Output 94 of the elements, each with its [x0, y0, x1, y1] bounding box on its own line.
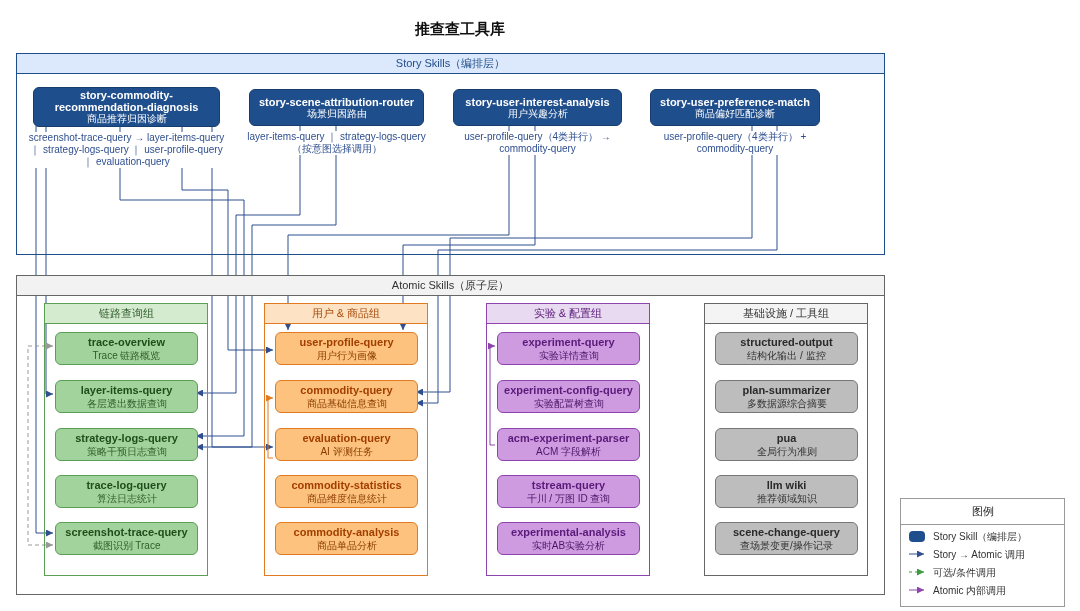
skill-description: 商品维度信息统计 [306, 491, 387, 505]
atomic-skill-box [497, 428, 640, 461]
atomic-skill-box [275, 380, 418, 413]
panel-title: 实验 & 配置组 [487, 304, 649, 324]
group-panel [704, 303, 868, 576]
skill-name: experimental-analysis [511, 525, 626, 539]
skill-name: story-user-preference-match [660, 95, 810, 108]
skill-name: screenshot-trace-query [65, 525, 188, 539]
skill-description: 结构化输出 / 监控 [747, 348, 826, 362]
skill-description: 算法日志统计 [96, 491, 157, 505]
skill-description: Trace 链路概览 [92, 348, 161, 362]
skill-name: pua [776, 431, 797, 445]
group-panel [44, 303, 208, 576]
arrow [488, 342, 496, 446]
skill-name: scene-change-query [733, 525, 840, 539]
skill-description: 截图识别 Trace [92, 538, 161, 552]
atomic-skill-box [275, 332, 418, 365]
legend-title: 图例 [901, 499, 1064, 525]
atomic-skill-box [55, 332, 198, 365]
skill-name: strategy-logs-query [75, 431, 178, 445]
atomic-skill-box [497, 475, 640, 508]
dashed-arrow [27, 342, 54, 549]
atomic-skill-box [497, 522, 640, 555]
layer-panel [16, 275, 885, 595]
atomic-skill-box [715, 332, 858, 365]
skill-name: structured-output [740, 335, 833, 349]
skill-description: 商品偏好匹配诊断 [695, 107, 775, 120]
atomic-skill-box [497, 380, 640, 413]
group-panel [486, 303, 650, 576]
skill-name: acm-experiment-parser [507, 431, 630, 445]
legend-text: Atomic 内部调用 [933, 583, 1007, 598]
legend-text: Story Skill（编排层） [933, 529, 1028, 544]
arrow [119, 125, 245, 440]
skill-description: 用户兴趣分析 [507, 107, 568, 120]
legend-text: Story → Atomic 调用 [933, 547, 1025, 562]
skill-name: trace-overview [87, 335, 165, 349]
skill-name: story-scene-attribution-router [258, 95, 415, 108]
skill-description: ACM 字段解析 [536, 444, 601, 458]
panel-title: 基础设施 / 工具组 [705, 304, 867, 324]
skill-description: 商品基础信息查询 [306, 396, 387, 410]
skill-name: story-user-interest-analysis [465, 95, 610, 108]
legend-text: 可选/条件调用 [933, 565, 996, 580]
panel-title: Story Skills（编排层） [17, 54, 884, 74]
skill-name: user-profile-query [299, 335, 394, 349]
story-skill-box [453, 89, 622, 126]
skill-name: experiment-config-query [504, 383, 633, 397]
skill-description: 全局行为准则 [756, 444, 817, 458]
story-skill-box [249, 89, 424, 126]
atomic-skill-box [715, 522, 858, 555]
layer-panel [16, 53, 885, 255]
atomic-skill-box [55, 475, 198, 508]
skill-description: 实时AB实验分析 [531, 538, 606, 552]
atomic-skill-box [55, 522, 198, 555]
atomic-skill-box [275, 522, 418, 555]
arrow [266, 394, 274, 459]
atomic-skill-box [715, 380, 858, 413]
skill-name: layer-items-query [80, 383, 173, 397]
story-skill-box [650, 89, 820, 126]
skill-description: 商品单品分析 [316, 538, 377, 552]
skill-name: llm wiki [766, 478, 807, 492]
atomic-skill-box [275, 428, 418, 461]
skill-description: 各层透出数据查询 [86, 396, 167, 410]
atomic-skill-box [55, 380, 198, 413]
skill-description: AI 评测任务 [320, 444, 373, 458]
skill-name: trace-log-query [86, 478, 167, 492]
story-skill-box [33, 87, 220, 127]
atomic-skill-box [715, 475, 858, 508]
skill-description: 策略干预日志查询 [86, 444, 167, 458]
skill-name: evaluation-query [302, 431, 391, 445]
skill-name: commodity-statistics [291, 478, 402, 492]
panel-title: 用户 & 商品组 [265, 304, 427, 324]
skill-name: commodity-analysis [293, 525, 400, 539]
skill-description: 实验配置树查询 [533, 396, 604, 410]
atomic-skill-box [275, 475, 418, 508]
skill-description: 商品推荐归因诊断 [86, 113, 167, 125]
panel-title: 链路查询组 [45, 304, 207, 324]
atomic-skill-box [497, 332, 640, 365]
skill-description: 用户行为画像 [316, 348, 377, 362]
atomic-skill-box [715, 428, 858, 461]
atomic-skill-box [55, 428, 198, 461]
skill-name: story-commodity-recommendation-diagnosis [53, 89, 200, 113]
skill-name: tstream-query [531, 478, 606, 492]
skill-description: 千川 / 万图 ID 查询 [526, 491, 611, 505]
skill-description: 场景归因路由 [306, 107, 367, 120]
skill-name: experiment-query [522, 335, 615, 349]
skill-description: 实验详情查询 [538, 348, 599, 362]
skill-description: 多数据源综合摘要 [746, 396, 827, 410]
panel-title: Atomic Skills（原子层） [17, 276, 884, 296]
skill-description: 推荐领域知识 [756, 491, 817, 505]
skill-description: 查场景变更/操作记录 [740, 538, 833, 552]
skill-name: plan-summarizer [742, 383, 831, 397]
group-panel [264, 303, 428, 576]
skill-name: commodity-query [300, 383, 393, 397]
diagram-title: 推查查工具库 [414, 19, 506, 39]
